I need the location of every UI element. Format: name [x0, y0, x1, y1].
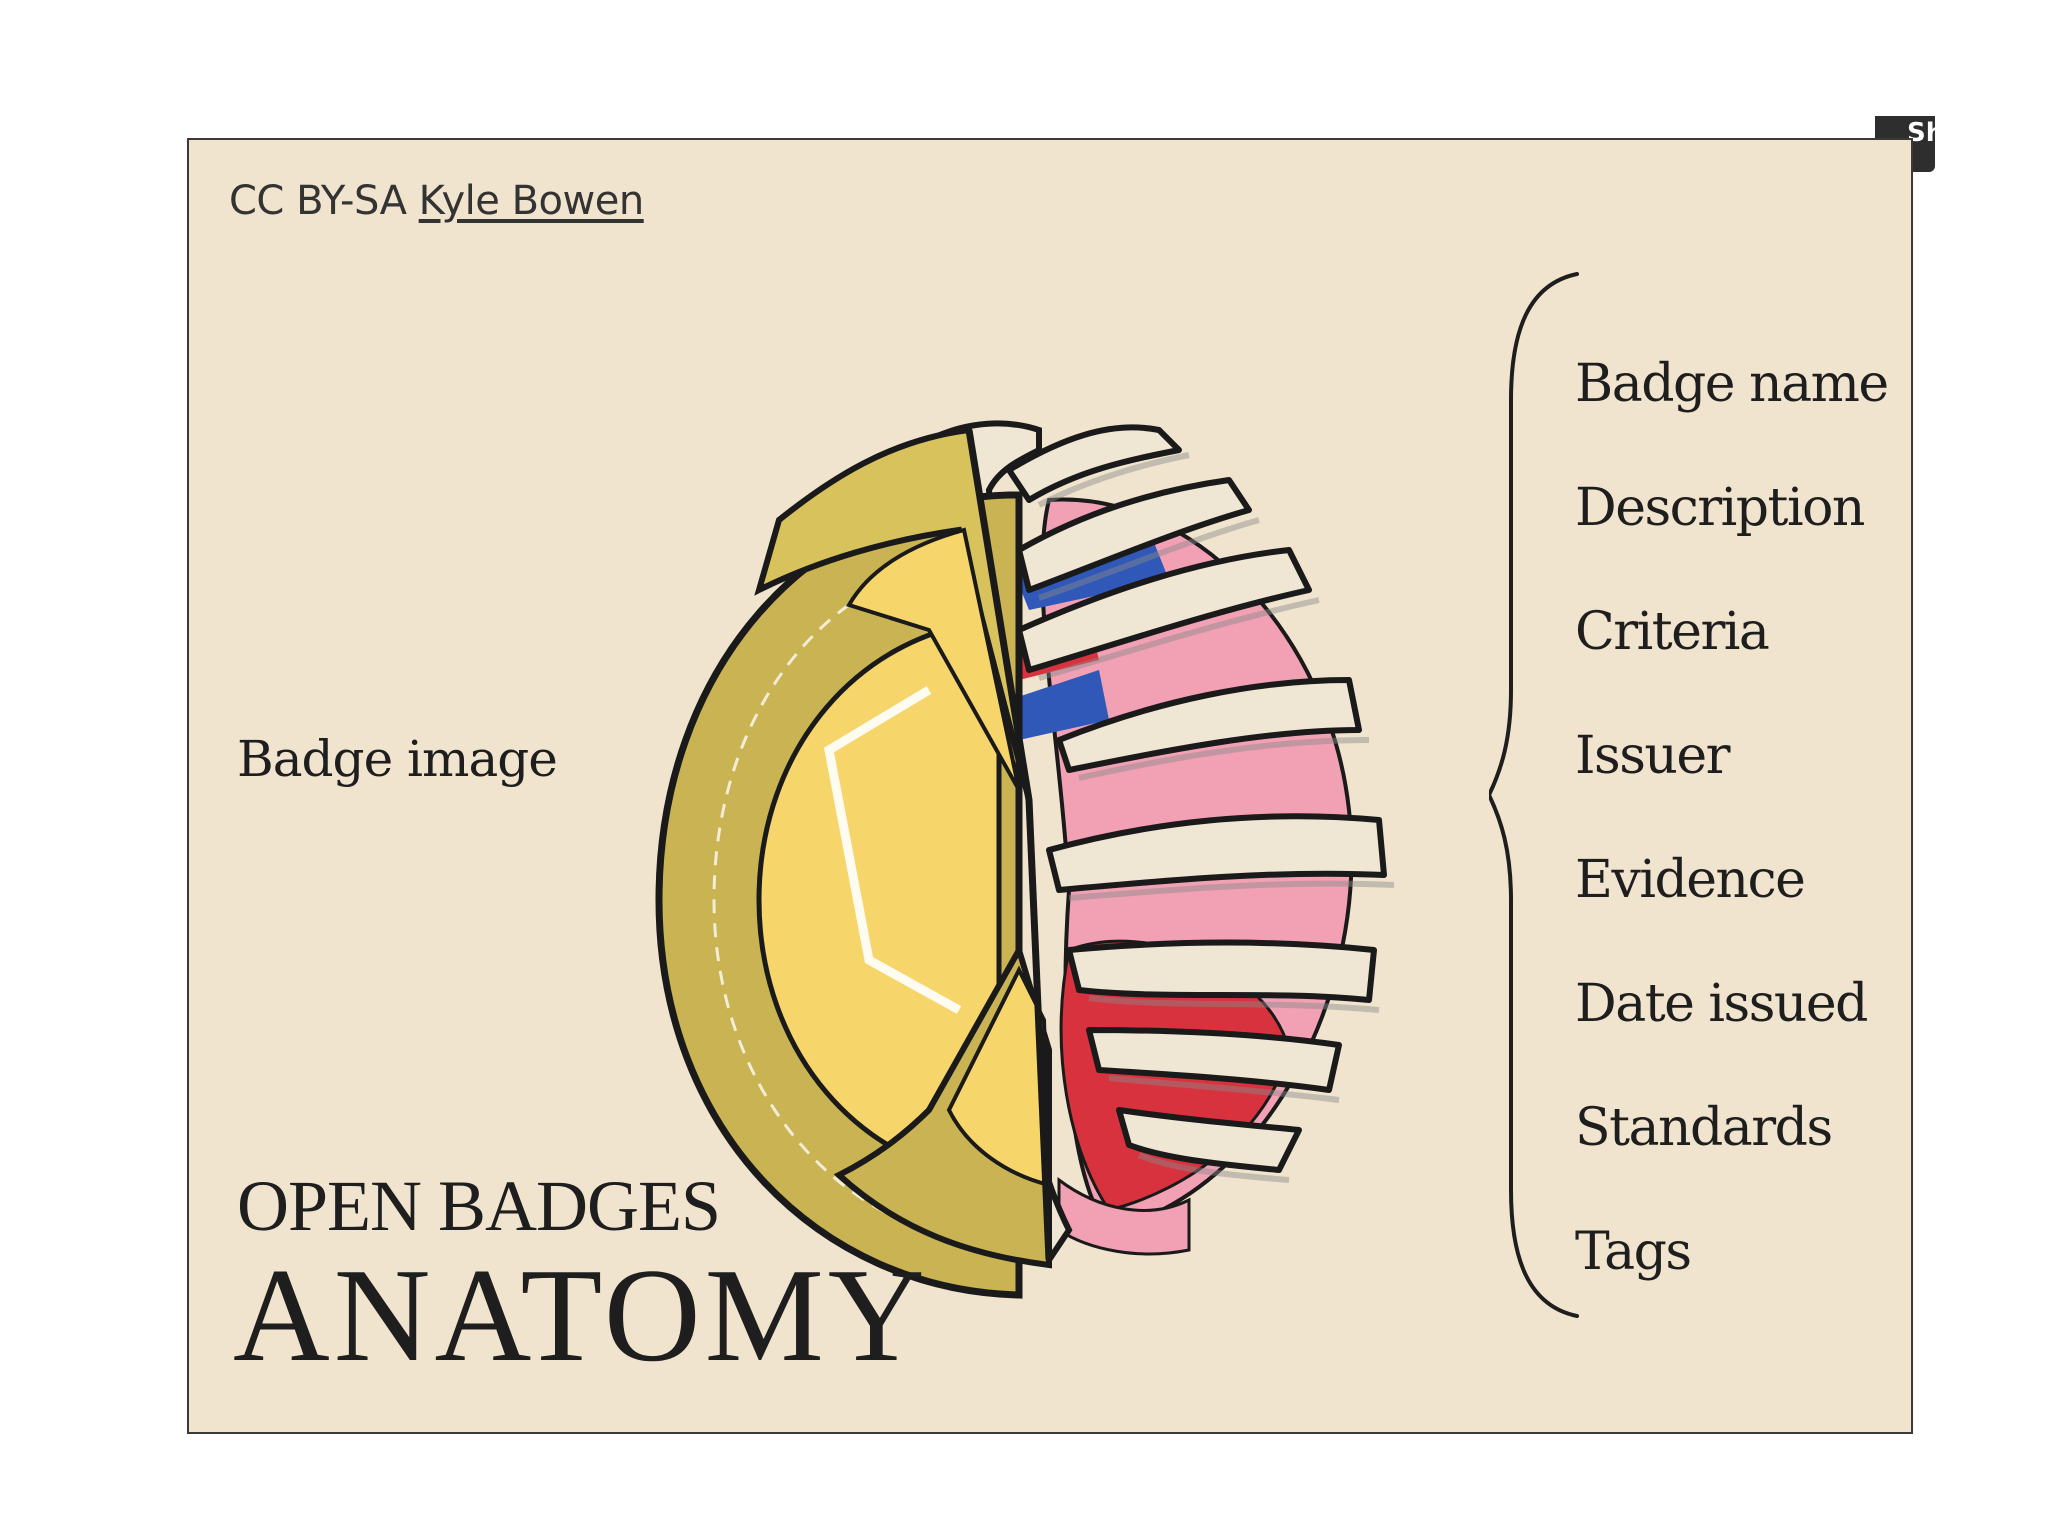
credit-line: CC BY-SA Kyle Bowen — [229, 178, 644, 224]
intestine — [1057, 1177, 1191, 1256]
ribs — [1006, 424, 1387, 1173]
badge-anatomy-illustration — [655, 420, 1395, 1299]
slide-panel: CC BY-SA Kyle Bowen Badge image — [187, 138, 1913, 1434]
rib-1 — [1006, 424, 1182, 503]
vessel-blue-2 — [1009, 670, 1109, 740]
badge-image-label: Badge image — [237, 730, 558, 788]
license-text: CC BY-SA — [229, 178, 407, 224]
field-item: Badge name — [1575, 354, 1889, 414]
field-item: Standards — [1575, 1098, 1833, 1158]
rib-5 — [1046, 813, 1387, 893]
field-item: Tags — [1575, 1222, 1692, 1282]
badge-top-wedge — [754, 426, 1032, 801]
field-item: Description — [1575, 478, 1865, 538]
title-open-badges: OPEN BADGES — [237, 1166, 721, 1246]
rib-shadows — [1037, 452, 1395, 1183]
badge-top-wedge-face — [846, 527, 1021, 791]
badge-hexagon-emblem — [823, 686, 962, 1014]
rib-7 — [1086, 1027, 1342, 1093]
badge-cutaway — [655, 426, 1053, 1299]
field-item: Criteria — [1575, 602, 1770, 662]
rib-8 — [1116, 1107, 1302, 1173]
curly-brace — [1489, 272, 1579, 1318]
title-anatomy: ANATOMY — [233, 1241, 929, 1389]
badge-stitching — [712, 558, 970, 1242]
field-item: Date issued — [1575, 974, 1868, 1034]
badge-fields-list: Badge name Description Criteria Issuer E… — [1575, 322, 1889, 1314]
author-link[interactable]: Kyle Bowen — [418, 178, 645, 224]
rib-2 — [1016, 477, 1252, 593]
rib-4 — [1056, 677, 1362, 773]
rib-6 — [1066, 939, 1377, 1003]
field-item: Issuer — [1575, 726, 1731, 786]
badge-cut-line — [965, 429, 1053, 1261]
rib-3 — [1016, 547, 1312, 673]
field-item: Evidence — [1575, 850, 1806, 910]
